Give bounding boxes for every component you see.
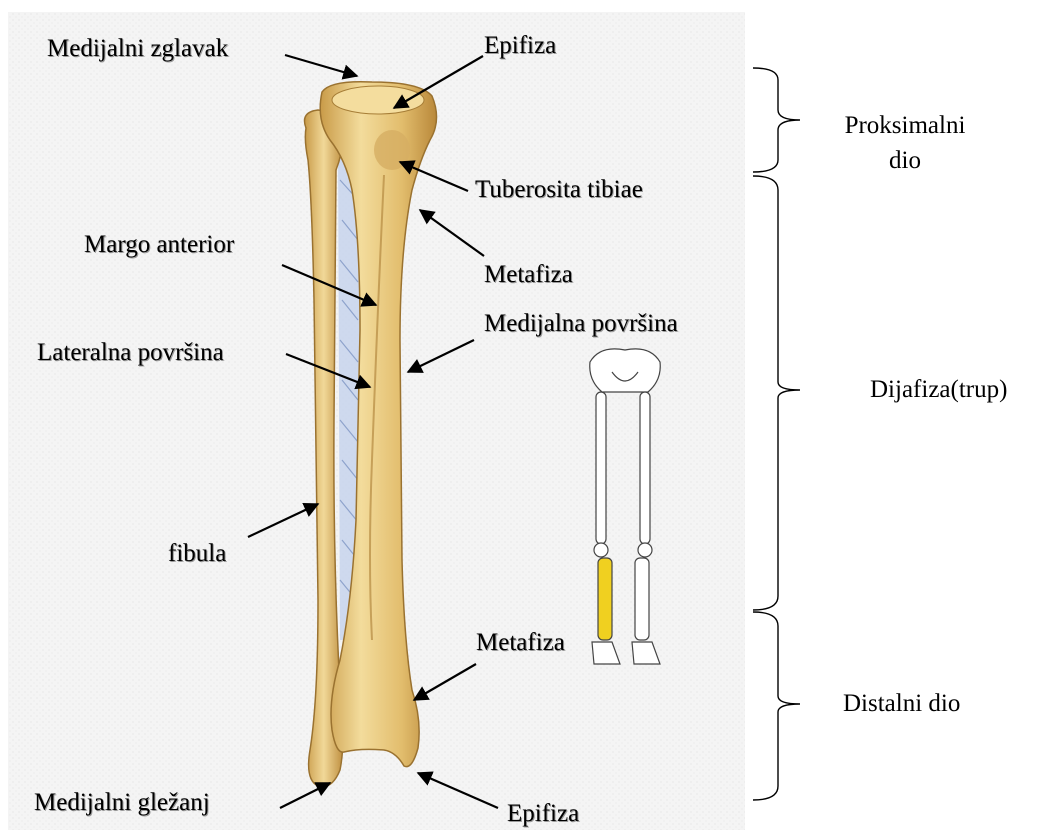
section-braces: [753, 68, 800, 800]
label-metafiza-top: Metafiza: [484, 262, 573, 287]
section-distalni-dio: Distalni dio: [843, 686, 960, 721]
section-proksimalni-dio: Proksimalni dio: [840, 108, 970, 178]
label-epifiza-top: Epifiza: [484, 33, 556, 58]
label-metafiza-bottom: Metafiza: [476, 630, 565, 655]
section-proksimalni-line2: dio: [840, 143, 970, 178]
label-lateralna-povrsina: Lateralna površina: [37, 340, 224, 365]
brace-proksimalni: [753, 68, 800, 172]
section-proksimalni-line1: Proksimalni: [840, 108, 970, 143]
tibial-plateau: [332, 86, 424, 114]
brace-dijafiza: [753, 176, 800, 610]
label-fibula: fibula: [168, 541, 226, 566]
section-dijafiza: Dijafiza(trup): [870, 372, 1007, 407]
label-medijalni-glezanj: Medijalni gležanj: [34, 790, 210, 815]
brace-distalni: [753, 612, 800, 800]
label-epifiza-bottom: Epifiza: [507, 801, 579, 826]
label-medijalni-zglavak: Medijalni zglavak: [47, 36, 228, 61]
label-tuberosita-tibiae: Tuberosita tibiae: [475, 177, 643, 202]
label-medijalna-povrsina: Medijalna površina: [484, 311, 678, 336]
label-margo-anterior: Margo anterior: [84, 232, 234, 257]
